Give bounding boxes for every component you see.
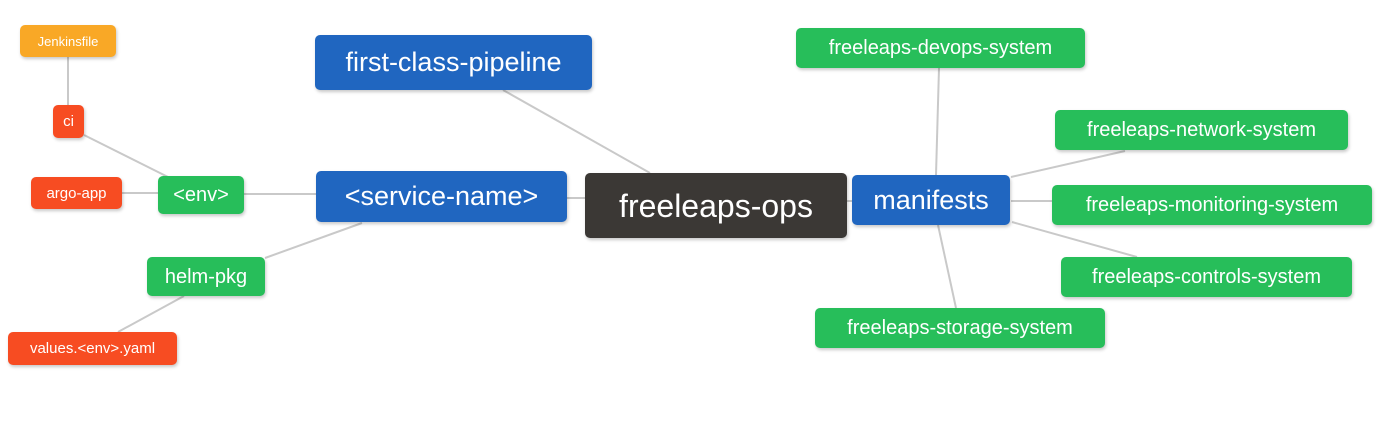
node-values-env-yaml[interactable]: values.<env>.yaml <box>8 332 177 365</box>
node-freeleaps-network-system[interactable]: freeleaps-network-system <box>1055 110 1348 150</box>
node-freeleaps-devops-system[interactable]: freeleaps-devops-system <box>796 28 1085 68</box>
node-argo-app[interactable]: argo-app <box>31 177 122 209</box>
node-freeleaps-ops-root[interactable]: freeleaps-ops <box>585 173 847 238</box>
edge-values-helm-pkg <box>117 295 185 333</box>
edge-ci-env <box>83 134 169 178</box>
edge-manifests-network <box>1010 150 1126 178</box>
node-jenkinsfile[interactable]: Jenkinsfile <box>20 25 116 57</box>
node-freeleaps-controls-system[interactable]: freeleaps-controls-system <box>1061 257 1352 297</box>
node-freeleaps-storage-system[interactable]: freeleaps-storage-system <box>815 308 1105 348</box>
node-first-class-pipeline[interactable]: first-class-pipeline <box>315 35 592 90</box>
edge-pipeline-root <box>502 89 651 174</box>
node-freeleaps-monitoring-system[interactable]: freeleaps-monitoring-system <box>1052 185 1372 225</box>
edge-manifests-devops <box>935 67 940 176</box>
node-helm-pkg[interactable]: helm-pkg <box>147 257 265 296</box>
node-manifests[interactable]: manifests <box>852 175 1010 225</box>
node-service-name[interactable]: <service-name> <box>316 171 567 222</box>
edge-manifests-storage <box>937 224 957 309</box>
edge-manifests-controls <box>1011 221 1138 258</box>
edge-helm-pkg-service-name <box>264 222 363 259</box>
node-ci[interactable]: ci <box>53 105 84 138</box>
node-env[interactable]: <env> <box>158 176 244 214</box>
